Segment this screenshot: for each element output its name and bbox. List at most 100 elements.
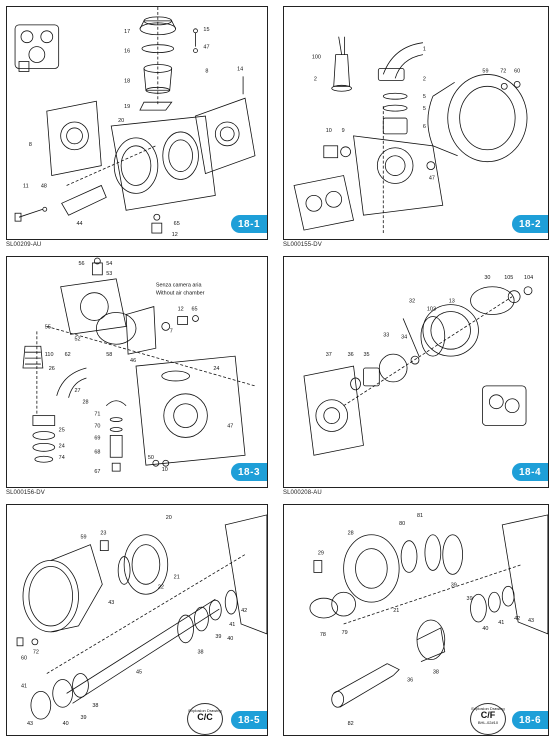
- label-10: 10: [326, 128, 332, 134]
- label-38: 38: [197, 650, 203, 656]
- exploded-view-18-3: 56 54 53 55 52 58 46 7 12 65 62 110 26 2…: [22, 257, 256, 475]
- explosion-drawing-stamp-18-6: Explosion Drawing C/F BHL-02#10: [470, 703, 506, 735]
- label-41: 41: [498, 620, 504, 626]
- panel-badge-18-2: 18-2: [512, 215, 548, 233]
- label-32: 32: [409, 299, 415, 305]
- panel-code-18-1: SL00209-AU: [6, 242, 42, 248]
- label-81: 81: [417, 513, 423, 519]
- label-25: 25: [59, 427, 65, 433]
- label-23: 23: [100, 531, 106, 537]
- label-78: 78: [320, 632, 326, 638]
- label-38: 38: [433, 670, 439, 676]
- label-56: 56: [79, 261, 85, 267]
- label-36: 36: [407, 677, 413, 683]
- label-82: 82: [348, 721, 354, 727]
- label-42: 42: [514, 616, 520, 622]
- label-59: 59: [80, 535, 86, 541]
- label-36: 36: [348, 352, 354, 358]
- panel-18-3: 56 54 53 55 52 58 46 7 12 65 62 110 26 2…: [6, 256, 268, 488]
- stamp-serial: BHL-02#10: [477, 720, 499, 726]
- label-47: 47: [429, 176, 435, 182]
- label-19: 19: [124, 104, 130, 110]
- label-39-lower: 39: [80, 715, 86, 721]
- label-15: 15: [203, 27, 209, 33]
- label-20: 20: [166, 515, 172, 521]
- label-65: 65: [174, 221, 180, 227]
- label-45: 45: [136, 670, 142, 676]
- label-53: 53: [106, 271, 112, 277]
- label-9: 9: [342, 128, 345, 134]
- label-48: 48: [41, 183, 47, 189]
- label-43: 43: [108, 600, 114, 606]
- label-34: 34: [401, 334, 407, 340]
- panel-badge-18-5: 18-5: [231, 711, 267, 729]
- label-12: 12: [172, 232, 178, 238]
- label-55: 55: [45, 324, 51, 330]
- label-71: 71: [94, 412, 100, 418]
- label-72: 72: [500, 68, 506, 74]
- label-29: 29: [318, 551, 324, 557]
- label-28: 28: [348, 531, 354, 537]
- note-without-air-chamber-it: Senza camera aria: [156, 283, 203, 289]
- panel-badge-18-1: 18-1: [231, 215, 267, 233]
- stamp-caption: Explosion Drawing: [471, 706, 505, 711]
- label-40-lower: 40: [63, 721, 69, 727]
- label-46: 46: [130, 358, 136, 364]
- label-52: 52: [75, 336, 81, 342]
- label-100: 100: [312, 55, 321, 61]
- panel-18-4: 30 105 104 32 103 13 37 36 35 33 34 18-4: [283, 256, 549, 488]
- label-62: 62: [65, 352, 71, 358]
- label-24: 24: [59, 443, 65, 449]
- explosion-drawing-stamp-18-5: Explosion Drawing C/C: [187, 703, 223, 735]
- panel-18-2: 100 2 1 2 5 5 6 59 72 60 10 9 47 18-2: [283, 6, 549, 240]
- label-41-lower: 41: [21, 683, 27, 689]
- label-12: 12: [178, 307, 184, 313]
- label-1: 1: [423, 47, 426, 53]
- panel-18-6: 29 28 80 81 39 21 78 79 38 40 41 42 43 8…: [283, 504, 549, 736]
- panel-code-18-3: SL000156-DV: [6, 490, 45, 496]
- label-2-left: 2: [314, 76, 317, 82]
- exploded-view-18-4: 30 105 104 32 103 13 37 36 35 33 34: [303, 275, 533, 456]
- label-39: 39: [451, 582, 457, 588]
- label-103: 103: [427, 307, 436, 313]
- label-39: 39: [215, 634, 221, 640]
- label-79: 79: [342, 630, 348, 636]
- panel-badge-18-4: 18-4: [512, 463, 548, 481]
- label-30: 30: [484, 275, 490, 281]
- label-39-right: 39: [467, 596, 473, 602]
- panel-code-18-4: SL000208-AU: [283, 490, 322, 496]
- label-26: 26: [49, 366, 55, 372]
- label-47: 47: [203, 45, 209, 51]
- label-44: 44: [77, 221, 83, 227]
- label-40: 40: [227, 636, 233, 642]
- label-40: 40: [482, 626, 488, 632]
- label-47: 47: [227, 424, 233, 430]
- label-8-right: 8: [205, 68, 208, 74]
- label-13: 13: [449, 299, 455, 305]
- exploded-view-18-2: 100 2 1 2 5 5 6 59 72 60 10 9 47: [293, 36, 528, 236]
- label-24-body: 24: [213, 366, 219, 372]
- label-6: 6: [423, 124, 426, 130]
- label-50: 50: [148, 455, 154, 461]
- label-7: 7: [170, 328, 173, 334]
- label-65: 65: [192, 307, 198, 313]
- exploded-view-18-6: 29 28 80 81 39 21 78 79 38 40 41 42 43 8…: [309, 513, 548, 727]
- exploded-view-18-1: 17 15 16 47 18 19 20 8 14 8 11 48 44 65 …: [14, 7, 256, 238]
- stamp-code: C/F: [480, 710, 496, 721]
- label-14: 14: [237, 66, 243, 72]
- label-21: 21: [393, 608, 399, 614]
- label-60: 60: [514, 68, 520, 74]
- label-27: 27: [75, 388, 81, 394]
- label-110: 110: [45, 352, 54, 358]
- label-18: 18: [124, 78, 130, 84]
- label-5-b: 5: [423, 106, 426, 112]
- panel-18-5: 59 20 23 21 22 60 72 43 38 42 41 39 40 4…: [6, 504, 268, 736]
- label-11: 11: [23, 183, 29, 189]
- label-70: 70: [94, 424, 100, 430]
- label-35: 35: [363, 352, 369, 358]
- stamp-code: C/C: [197, 712, 213, 723]
- label-16: 16: [124, 49, 130, 55]
- label-21: 21: [174, 574, 180, 580]
- label-68: 68: [94, 449, 100, 455]
- label-41: 41: [229, 622, 235, 628]
